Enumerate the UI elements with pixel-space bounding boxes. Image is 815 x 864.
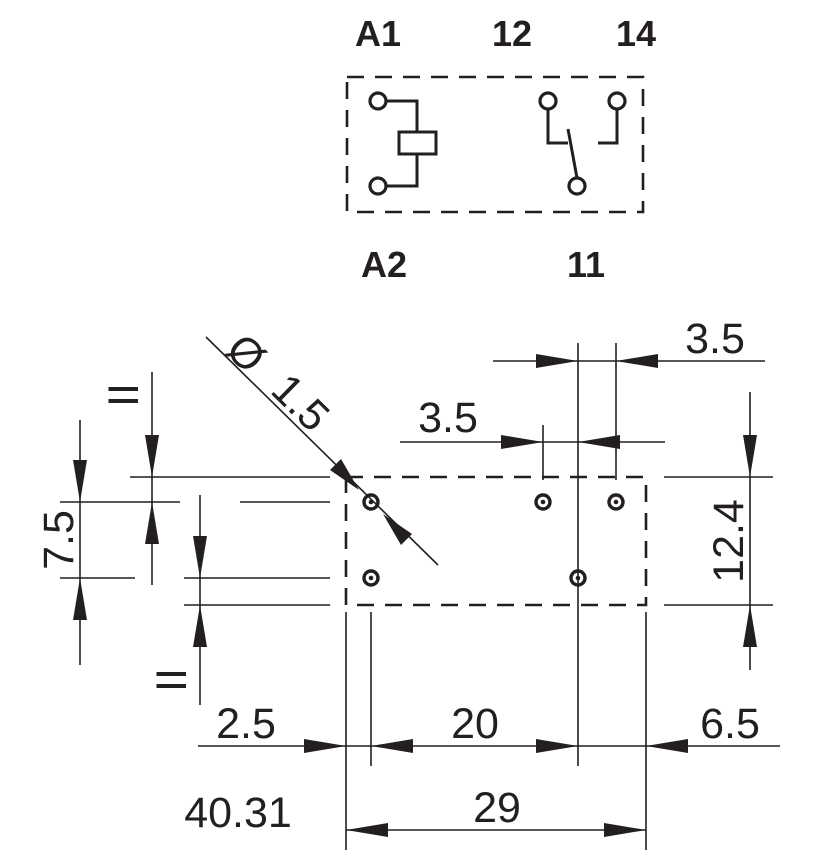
hole-14	[607, 493, 625, 511]
pitch-contacts-label: 3.5	[418, 394, 478, 442]
pcb-footprint: Ø 1.5 3.5	[35, 315, 780, 850]
dimension-height: 12.4	[705, 392, 757, 670]
left-offset-label: 2.5	[216, 700, 276, 748]
contact-symbol	[538, 91, 627, 196]
hole-12	[534, 493, 552, 511]
dimension-bottom-row: 2.5 20 6.5	[198, 700, 780, 753]
footprint-outline	[344, 475, 648, 607]
dimension-row-spacing: 7.5	[35, 420, 87, 665]
pitch-top-label: 3.5	[685, 315, 745, 363]
row-spacing-label: 7.5	[35, 510, 83, 570]
pin-label-11: 11	[567, 244, 605, 285]
coil-symbol	[368, 91, 438, 196]
reference-code: 40.31	[184, 789, 292, 837]
pin-label-14: 14	[616, 13, 656, 54]
right-offset-label: 6.5	[700, 700, 760, 748]
pin-label-a1: A1	[355, 13, 401, 54]
relay-schematic: A1 12 14 A2 11	[345, 13, 656, 285]
hole-diameter-dimension: Ø 1.5	[205, 325, 439, 566]
pin-label-a2: A2	[361, 244, 407, 285]
dimension-offset-bottom: II	[148, 495, 207, 705]
dimension-width: 29	[346, 784, 646, 837]
pin-span-label: 20	[451, 700, 499, 748]
hole-a1	[362, 493, 380, 511]
parallel-mark-top: II	[100, 383, 148, 407]
parallel-mark-bottom: II	[148, 668, 196, 692]
schematic-outline	[345, 75, 645, 214]
height-label: 12.4	[705, 499, 753, 583]
hole-a2	[362, 569, 380, 587]
width-label: 29	[473, 784, 521, 832]
extension-lines	[60, 343, 773, 850]
dimension-offset-top: II	[100, 372, 159, 585]
pin-label-12: 12	[492, 13, 532, 54]
hole-diameter-label: 1.5	[262, 365, 338, 441]
dimension-pitch-contacts: 3.5	[400, 394, 665, 449]
dimension-pitch-top: 3.5	[493, 315, 765, 368]
diameter-symbol: Ø	[217, 325, 275, 383]
